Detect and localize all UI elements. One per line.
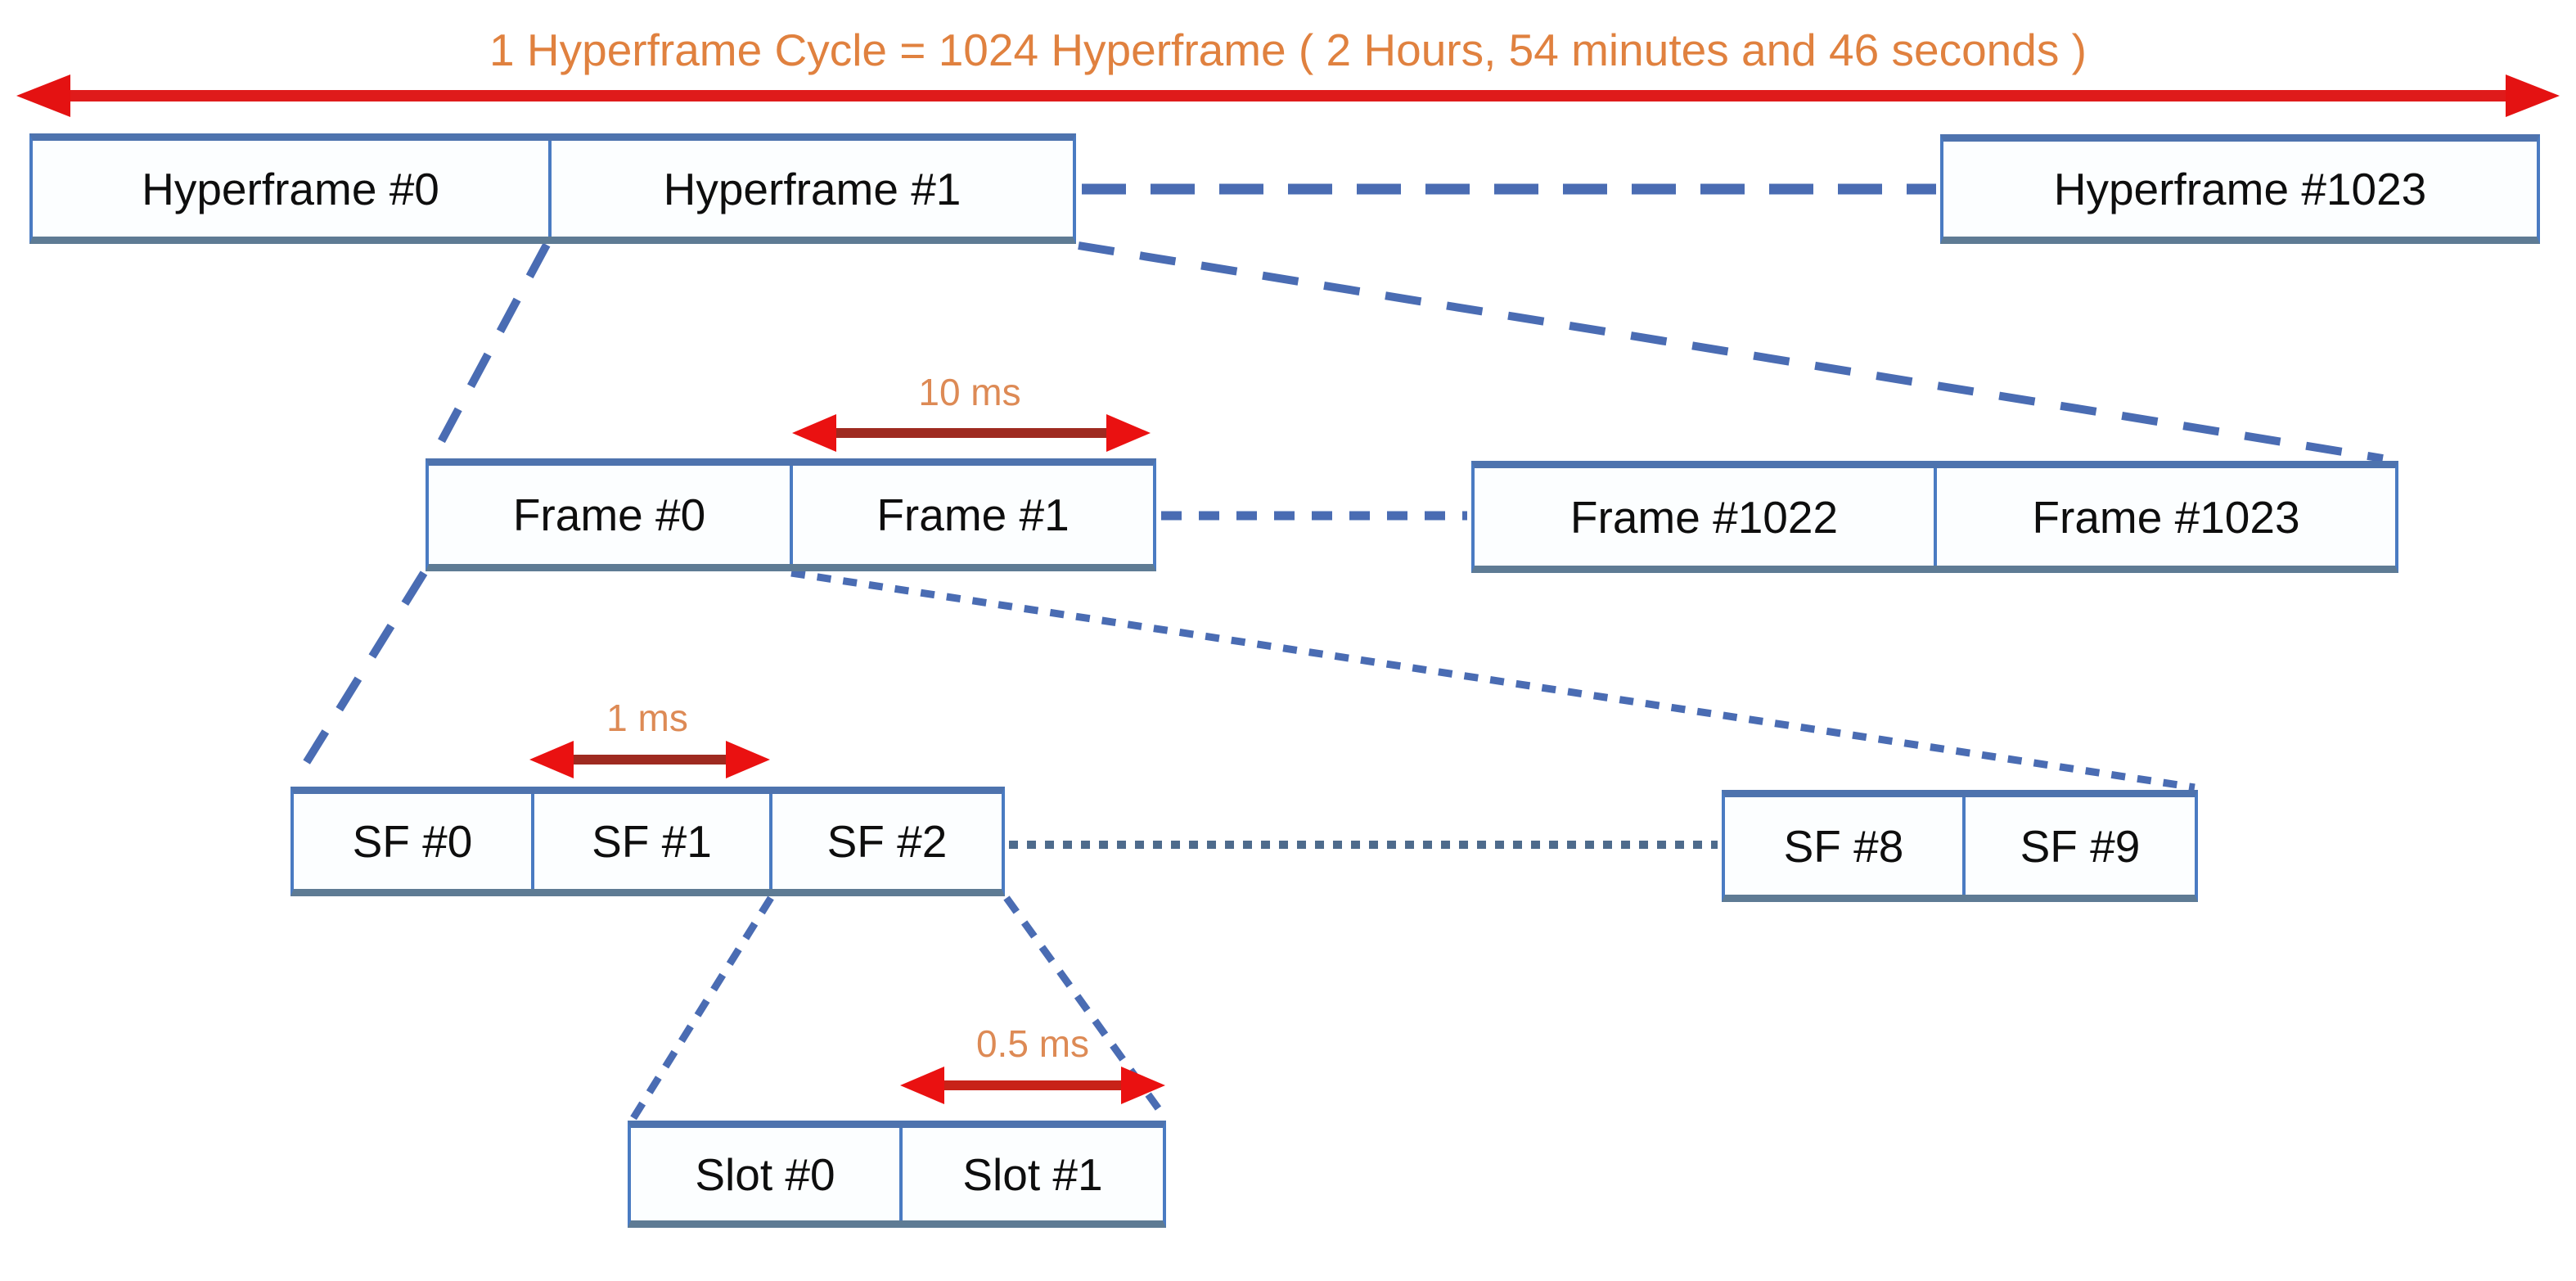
slot-group: Slot #0 Slot #1 <box>628 1121 1166 1228</box>
frame-group-right: Frame #1022 Frame #1023 <box>1471 461 2398 573</box>
slot-0-label: Slot #0 <box>695 1148 835 1200</box>
subframe-9-label: SF #9 <box>2020 820 2141 872</box>
subframe-2-box: SF #2 <box>769 794 1002 889</box>
frame-0-box: Frame #0 <box>429 466 790 564</box>
subframe-9-box: SF #9 <box>1962 797 2195 895</box>
subframe-0-label: SF #0 <box>352 816 473 867</box>
hyperframe-0-label: Hyperframe #0 <box>142 163 439 214</box>
frame-to-subframe-right-diagonal <box>790 569 2195 792</box>
frame-1023-box: Frame #1023 <box>1934 468 2395 566</box>
hyperframe-to-frame-right-diagonal <box>1078 241 2384 462</box>
subframe-group-right: SF #8 SF #9 <box>1722 790 2198 902</box>
frame-duration-label: 10 ms <box>918 371 1021 413</box>
frame-1022-label: Frame #1022 <box>1569 491 1839 543</box>
frame-1-label: Frame #1 <box>876 489 1070 540</box>
subframe-8-label: SF #8 <box>1783 820 1904 872</box>
hyperframe-0-box: Hyperframe #0 <box>33 141 548 237</box>
hyperframe-1023-box: Hyperframe #1023 <box>1940 134 2540 244</box>
frame-1023-label: Frame #1023 <box>2032 491 2300 543</box>
subframe-1-label: SF #1 <box>592 816 712 867</box>
subframe-duration-label: 1 ms <box>606 697 688 739</box>
subframe-0-box: SF #0 <box>294 794 531 889</box>
hyperframe-to-frame-left-diagonal <box>427 242 551 462</box>
hyperframe-1-box: Hyperframe #1 <box>548 141 1073 237</box>
hyperframe-1023-cell: Hyperframe #1023 <box>1943 142 2537 237</box>
subframe-group-left: SF #0 SF #1 SF #2 <box>290 787 1005 896</box>
subframe-2-label: SF #2 <box>826 816 948 867</box>
frame-group-left: Frame #0 Frame #1 <box>426 458 1156 571</box>
frame-to-subframe-left-diagonal <box>289 571 428 787</box>
frame-1022-box: Frame #1022 <box>1475 468 1934 566</box>
subframe-duration-arrow <box>529 741 770 778</box>
slot-duration-arrow <box>900 1067 1165 1104</box>
hyperframe-1023-label: Hyperframe #1023 <box>2053 164 2427 214</box>
hyperframe-1-label: Hyperframe #1 <box>663 163 961 214</box>
subframe-1-box: SF #1 <box>531 794 769 889</box>
hyperframe-cycle-arrow <box>16 74 2560 117</box>
subframe-to-slot-right-diagonal <box>1003 895 1169 1121</box>
slot-duration-label: 0.5 ms <box>975 1022 1090 1065</box>
subframe-to-slot-left-diagonal <box>630 895 774 1121</box>
slot-0-box: Slot #0 <box>631 1128 899 1220</box>
frame-0-label: Frame #0 <box>512 489 706 540</box>
hyperframe-group: Hyperframe #0 Hyperframe #1 <box>29 133 1076 244</box>
slot-1-box: Slot #1 <box>899 1128 1163 1220</box>
frame-1-box: Frame #1 <box>790 466 1153 564</box>
frame-duration-arrow <box>792 414 1151 452</box>
subframe-8-box: SF #8 <box>1725 797 1962 895</box>
diagram-title: 1 Hyperframe Cycle = 1024 Hyperframe ( 2… <box>489 25 2087 75</box>
slot-1-label: Slot #1 <box>962 1148 1103 1200</box>
